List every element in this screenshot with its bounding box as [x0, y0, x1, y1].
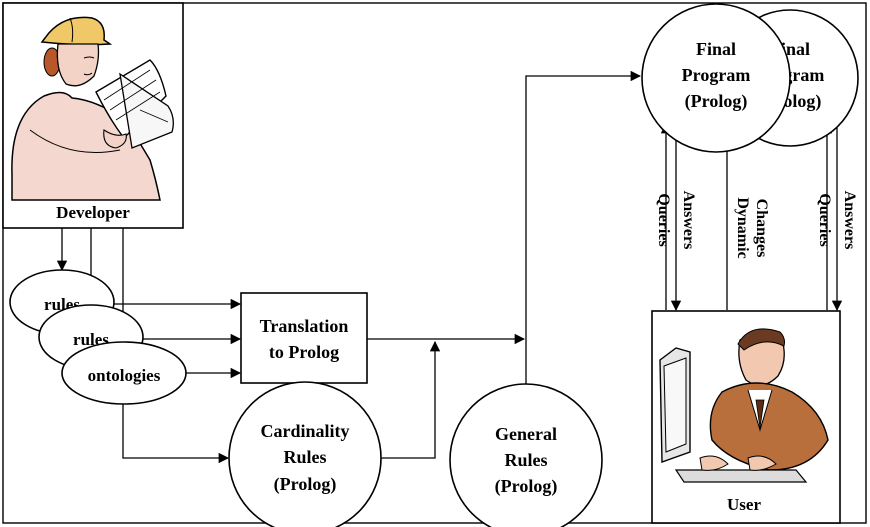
- final-front-label-line-1: Final: [696, 39, 736, 59]
- edge-label-answers-2: Answers: [841, 191, 858, 250]
- cardinality-label-line-2: Rules: [283, 447, 326, 467]
- edge-ontologies-cardinality: [122, 402, 230, 464]
- edge-label-answers-1: Answers: [680, 191, 697, 250]
- edge-label-queries-2: Queries: [816, 193, 833, 246]
- user-label: User: [727, 495, 761, 514]
- edge-label-dynamic-line-1: Dynamic: [734, 197, 751, 258]
- final-front-label-line-2: Program: [682, 65, 751, 85]
- final-front-label-line-3: (Prolog): [685, 91, 748, 112]
- general-label-line-1: General: [495, 424, 557, 444]
- ontologies-label: ontologies: [88, 366, 161, 385]
- edge-label-queries-1: Queries: [655, 193, 672, 246]
- general-label-line-3: (Prolog): [495, 476, 558, 497]
- node-translation: Translation to Prolog: [240, 292, 368, 384]
- general-label-line-2: Rules: [504, 450, 547, 470]
- translation-label-line-1: Translation: [260, 316, 349, 336]
- developer-label: Developer: [56, 203, 130, 222]
- node-final-program-front: Final Program (Prolog): [641, 3, 791, 153]
- edge-general-final: [525, 70, 642, 385]
- node-general: General Rules (Prolog): [449, 383, 603, 527]
- cardinality-label-line-3: (Prolog): [274, 474, 337, 495]
- edge-cardinality-merge: [381, 340, 441, 459]
- developer-with-blueprints-icon: [11, 16, 174, 201]
- node-cardinality: Cardinality Rules (Prolog): [228, 381, 382, 527]
- node-user: User: [651, 310, 841, 524]
- node-developer: Developer: [2, 2, 184, 229]
- node-ontologies: ontologies: [61, 341, 187, 405]
- cardinality-label-line-1: Cardinality: [260, 421, 349, 441]
- edge-label-dynamic-line-2: Changes: [753, 199, 770, 258]
- user-at-computer-icon: [659, 328, 829, 483]
- translation-label-line-2: to Prolog: [269, 342, 339, 362]
